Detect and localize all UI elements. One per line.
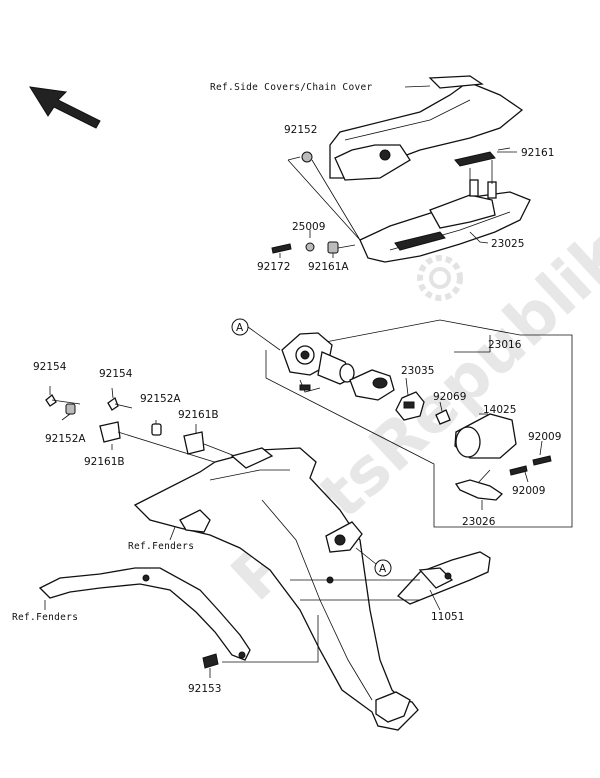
part-label-92154-b[interactable]: 92154 <box>99 368 133 380</box>
marker-a-top: A <box>231 318 249 336</box>
part-label-92161B-a[interactable]: 92161B <box>178 409 219 421</box>
ref-fenders-label-1: Ref.Fenders <box>128 541 194 552</box>
part-label-92154-a[interactable]: 92154 <box>33 361 67 373</box>
part-label-23016[interactable]: 23016 <box>488 339 522 351</box>
part-label-25009[interactable]: 25009 <box>292 221 325 233</box>
part-label-92152A-b[interactable]: 92152A <box>45 433 86 445</box>
part-label-92161B-b[interactable]: 92161B <box>84 456 125 468</box>
marker-a-top-label: A <box>236 322 244 334</box>
part-label-11051[interactable]: 11051 <box>431 611 464 623</box>
part-label-92009-b[interactable]: 92009 <box>512 485 545 497</box>
part-label-92172[interactable]: 92172 <box>257 261 290 273</box>
part-label-23025[interactable]: 23025 <box>491 238 524 250</box>
part-label-92161A[interactable]: 92161A <box>308 261 349 273</box>
part-label-92069[interactable]: 92069 <box>433 391 466 403</box>
part-label-92009-a[interactable]: 92009 <box>528 431 561 443</box>
rear-fender-bracket <box>38 447 491 731</box>
part-label-92152[interactable]: 92152 <box>284 124 317 136</box>
ref-side-covers-label: Ref.Side Covers/Chain Cover <box>210 82 373 93</box>
tail-cover-assembly <box>271 75 531 263</box>
ref-fenders-label-2: Ref.Fenders <box>12 612 78 623</box>
part-label-92152A-a[interactable]: 92152A <box>140 393 181 405</box>
part-label-92153[interactable]: 92153 <box>188 683 221 695</box>
gear-watermark-icon <box>417 255 463 301</box>
part-label-14025[interactable]: 14025 <box>483 404 516 416</box>
part-label-92161[interactable]: 92161 <box>521 147 554 159</box>
marker-a-bottom: A <box>355 547 392 577</box>
tail-light-assembly <box>247 319 573 528</box>
part-label-23035[interactable]: 23035 <box>401 365 434 377</box>
part-label-23026[interactable]: 23026 <box>462 516 496 528</box>
front-direction-arrow-icon <box>29 86 101 129</box>
marker-a-bottom-label: A <box>379 563 387 575</box>
